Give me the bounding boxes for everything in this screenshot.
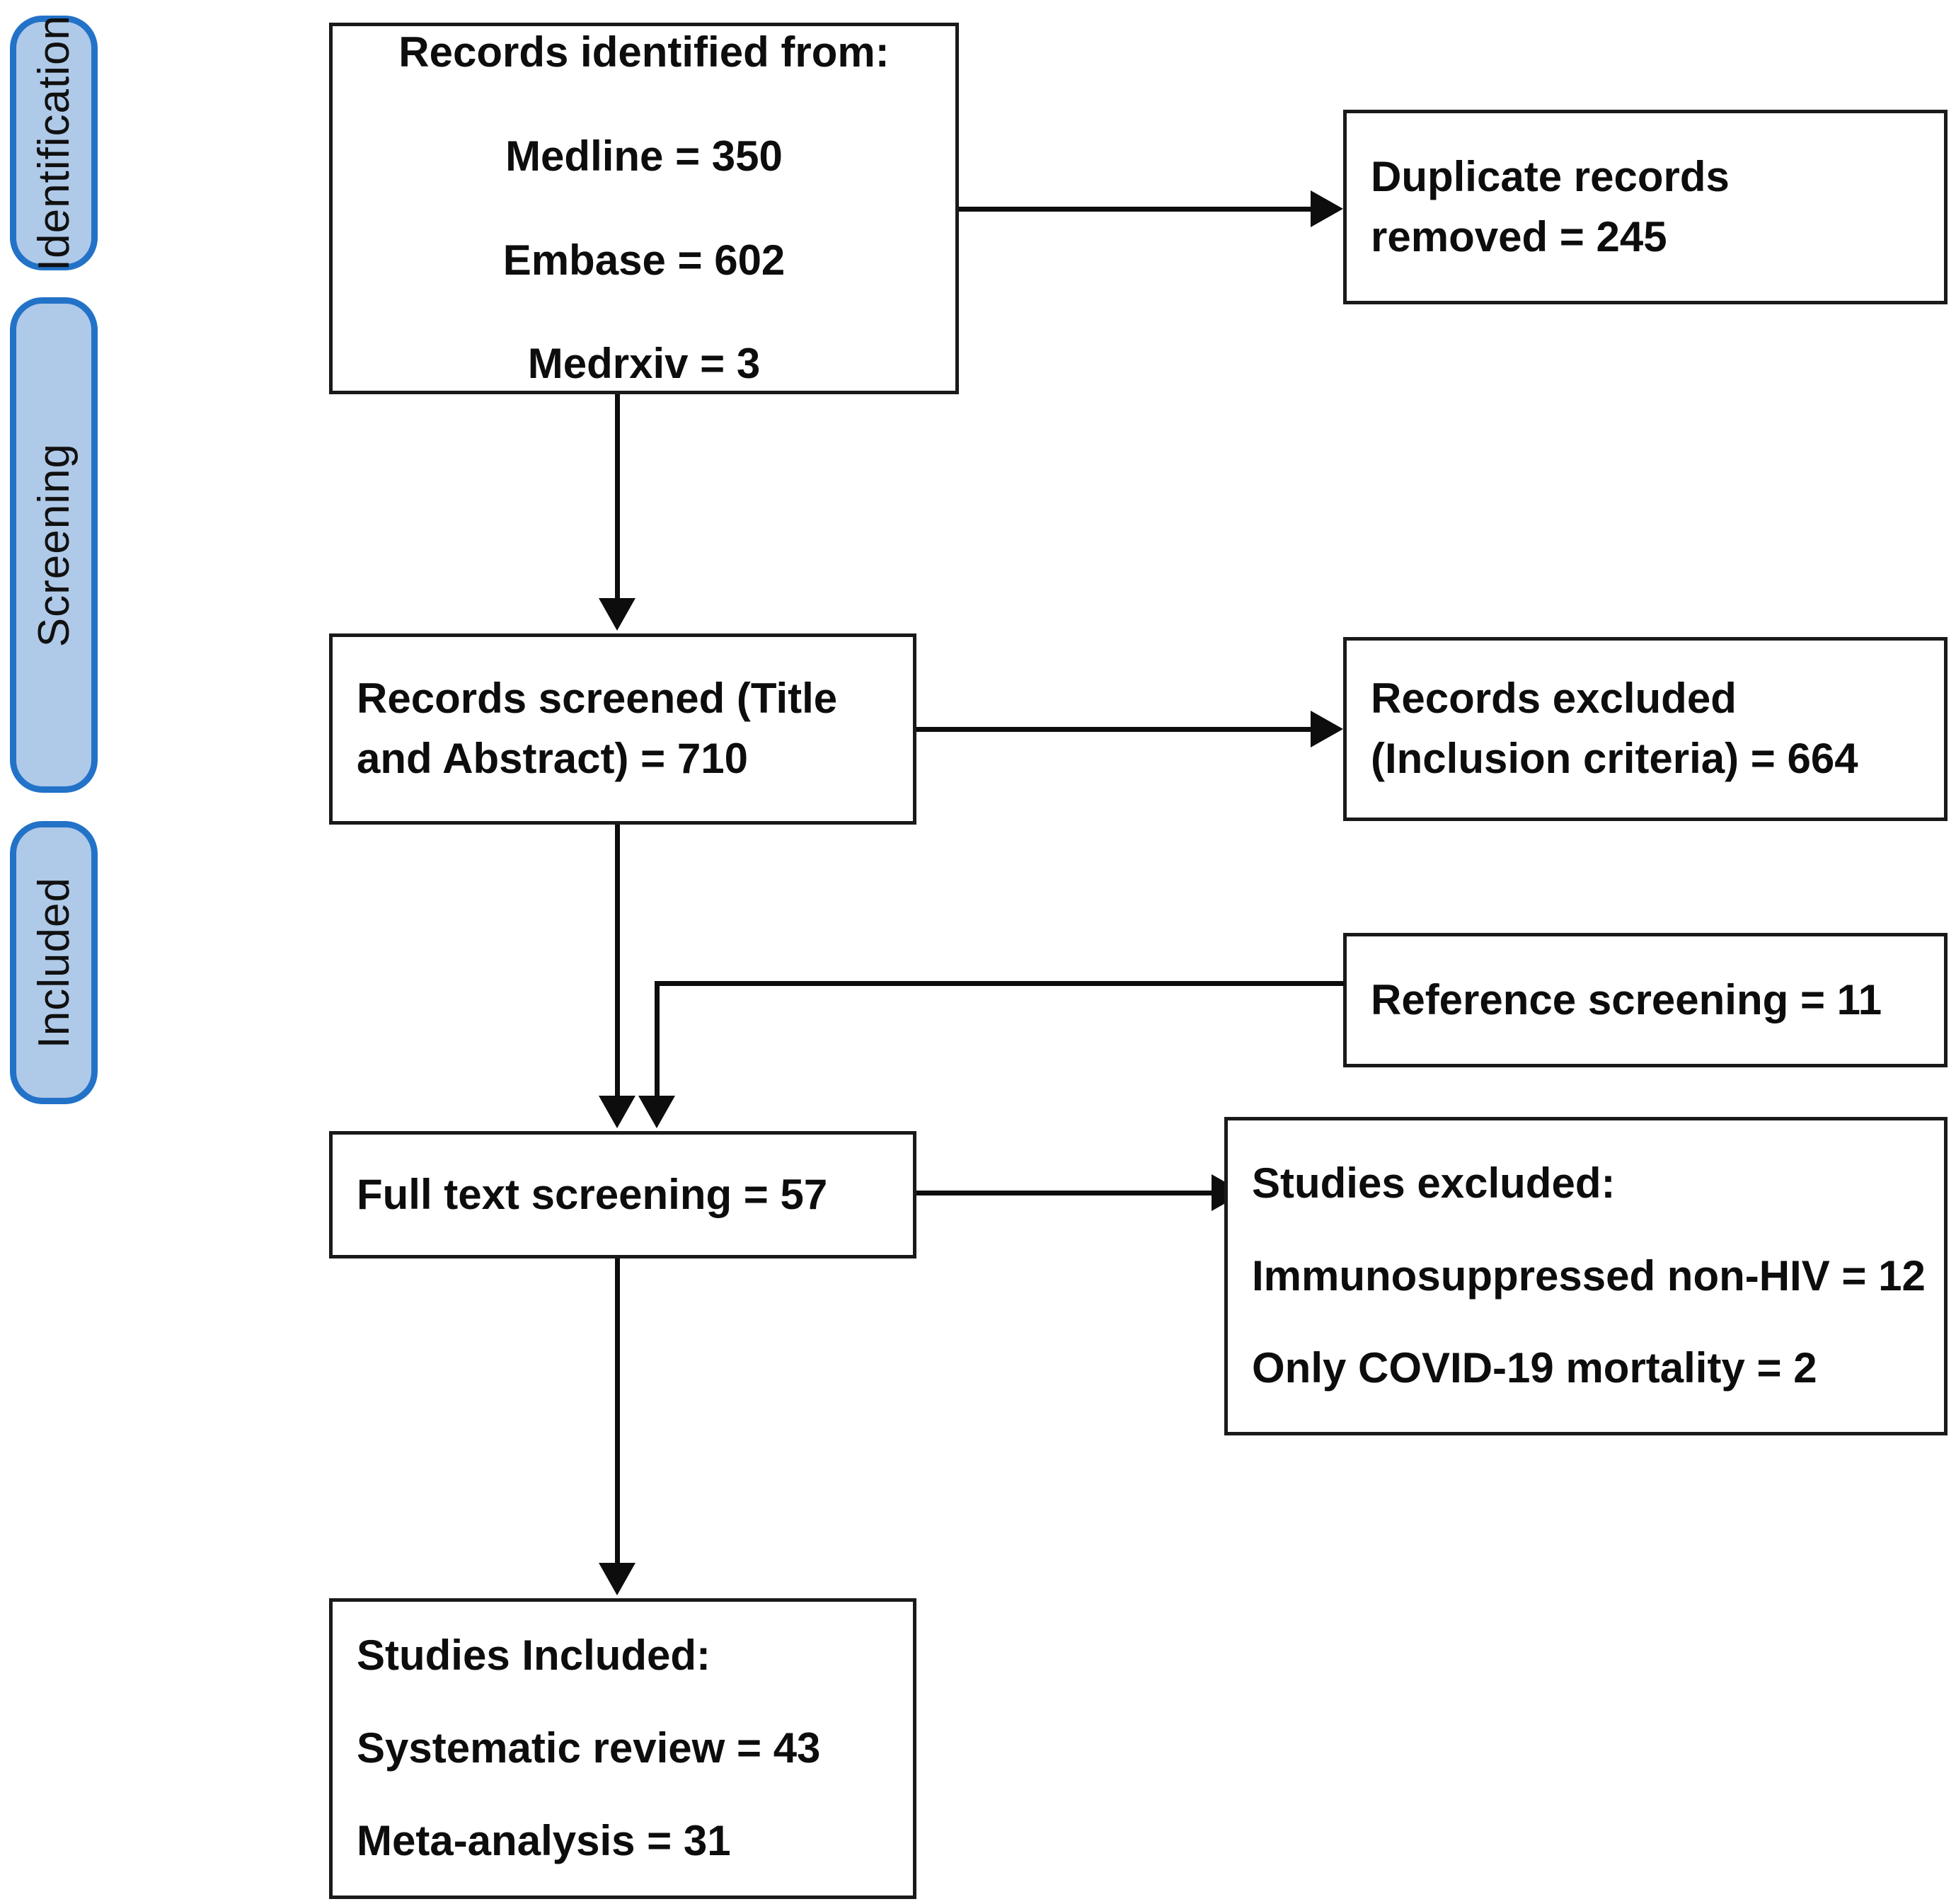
stage-label-screening: Screening <box>29 442 79 648</box>
box-full-text-screening: Full text screening = 57 <box>329 1131 916 1258</box>
connector-screened-to-fulltext <box>615 825 620 1104</box>
arrowhead-reference-to-fulltext <box>638 1096 675 1128</box>
records-identified-medline: Medline = 350 <box>505 132 783 180</box>
records-screened-line-2: and Abstract) = 710 <box>357 735 748 782</box>
connector-reference-horizontal <box>655 981 1345 986</box>
box-records-identified: Records identified from: Medline = 350 E… <box>329 23 959 394</box>
duplicates-line-2: removed = 245 <box>1371 212 1667 260</box>
box-records-excluded: Records excluded (Inclusion criteria) = … <box>1343 637 1948 821</box>
records-identified-embase: Embase = 602 <box>502 236 786 284</box>
studies-excluded-line-1: Immunosuppressed non-HIV = 12 <box>1252 1251 1926 1300</box>
box-studies-excluded: Studies excluded: Immunosuppressed non-H… <box>1224 1117 1948 1435</box>
records-excluded-line-1: Records excluded <box>1371 675 1737 723</box>
box-studies-included: Studies Included: Systematic review = 43… <box>329 1598 916 1899</box>
stage-label-identification: Identification <box>29 14 79 272</box>
stage-pill-included: Included <box>10 821 98 1104</box>
studies-included-line-1: Systematic review = 43 <box>357 1724 821 1772</box>
studies-included-line-2: Meta-analysis = 31 <box>357 1816 731 1864</box>
records-identified-title: Records identified from: <box>398 28 890 76</box>
connector-fulltext-to-included <box>615 1258 620 1570</box>
box-records-screened: Records screened (Title and Abstract) = … <box>329 633 916 825</box>
arrowhead-to-duplicates <box>1311 190 1343 227</box>
stage-pill-screening: Screening <box>10 297 98 793</box>
arrowhead-to-fulltext <box>599 1096 635 1128</box>
arrowhead-to-screened <box>599 598 635 631</box>
box-duplicate-records-removed: Duplicate records removed = 245 <box>1343 110 1948 304</box>
records-screened-line-1: Records screened (Title <box>357 675 838 723</box>
reference-screening-line: Reference screening = 11 <box>1371 975 1882 1023</box>
arrowhead-to-records-excluded <box>1311 711 1343 747</box>
records-excluded-line-2: (Inclusion criteria) = 664 <box>1371 735 1858 782</box>
duplicates-line-1: Duplicate records <box>1371 152 1730 200</box>
studies-excluded-line-2: Only COVID-19 mortality = 2 <box>1252 1344 1817 1392</box>
stage-pill-identification: Identification <box>10 14 98 272</box>
stage-label-included: Included <box>29 876 79 1049</box>
connector-reference-vertical <box>655 981 660 1101</box>
arrowhead-to-studies-included <box>599 1563 635 1595</box>
records-identified-medrxiv: Medrxiv = 3 <box>527 340 761 388</box>
studies-included-title: Studies Included: <box>357 1631 711 1680</box>
connector-identified-to-screened <box>615 394 620 600</box>
connector-fulltext-to-studies-excluded <box>916 1191 1214 1195</box>
connector-identified-to-duplicates <box>959 207 1313 212</box>
studies-excluded-title: Studies excluded: <box>1252 1159 1616 1207</box>
connector-screened-to-excluded <box>916 727 1313 732</box>
full-text-screening-line: Full text screening = 57 <box>357 1170 828 1218</box>
box-reference-screening: Reference screening = 11 <box>1343 933 1948 1067</box>
